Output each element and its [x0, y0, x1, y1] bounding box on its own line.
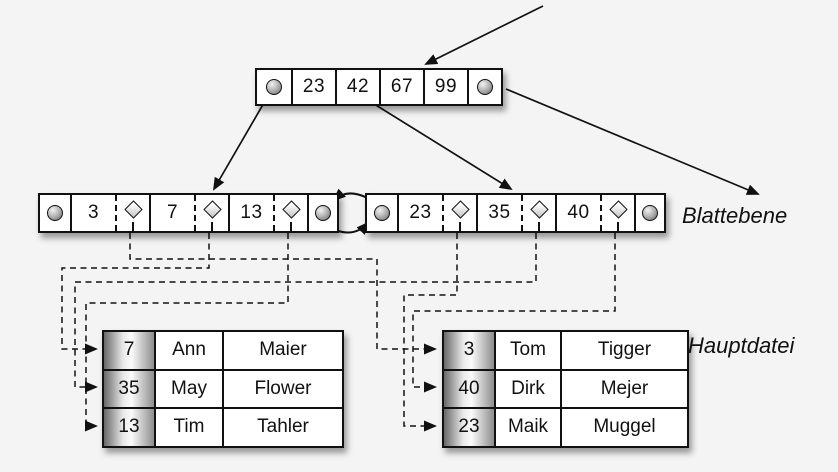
- record-diamond-icon: [529, 200, 549, 219]
- record-diamond-icon: [123, 200, 143, 219]
- first-name-cell: Ann: [154, 332, 222, 369]
- pointer-circle-icon: [266, 79, 282, 95]
- record-diamond-icon: [202, 200, 222, 219]
- key-cell: 23: [291, 70, 335, 104]
- key-cell: 7: [149, 195, 194, 231]
- record-key-cell: 13: [104, 409, 154, 446]
- pointer-circle-icon: [477, 79, 493, 95]
- child-pointer-cell: [367, 195, 397, 231]
- key-cell: 99: [423, 70, 467, 104]
- last-name-cell: Tigger: [560, 332, 687, 369]
- key-cell: 13: [228, 195, 273, 231]
- incoming-root-arrow: [424, 5, 544, 65]
- pointer-circle-icon: [315, 205, 331, 221]
- record-diamond-icon: [608, 200, 628, 219]
- child-pointer-cell: [467, 70, 501, 104]
- record-pointer-cell: [194, 195, 228, 231]
- last-name-cell: Tahler: [222, 409, 342, 446]
- key-cell: 35: [476, 195, 521, 231]
- first-name-cell: Maik: [494, 409, 560, 446]
- pointer-circle-icon: [374, 205, 390, 221]
- root-to-offpage-leaf-arrow: [505, 88, 760, 195]
- main-file-label: Hauptdatei: [688, 333, 795, 358]
- child-pointer-cell: [634, 195, 664, 231]
- record-key-cell: 3: [444, 332, 494, 369]
- last-name-cell: Mejer: [560, 370, 687, 407]
- record-pointer-cell: [600, 195, 634, 231]
- record-key-cell: 7: [104, 332, 154, 369]
- last-name-cell: Flower: [222, 370, 342, 407]
- record-key-cell: 40: [444, 370, 494, 407]
- key-cell: 42: [335, 70, 379, 104]
- first-name-cell: Tom: [494, 332, 560, 369]
- first-name-cell: Dirk: [494, 370, 560, 407]
- record-pointer-cell: [273, 195, 307, 231]
- last-name-cell: Muggel: [560, 409, 687, 446]
- child-pointer-cell: [40, 195, 70, 231]
- record-key-cell: 23: [444, 409, 494, 446]
- child-pointer-cell: [257, 70, 291, 104]
- pointer-circle-icon: [47, 205, 63, 221]
- record-diamond-icon: [281, 200, 301, 219]
- record-pointer-cell: [521, 195, 555, 231]
- first-name-cell: May: [154, 370, 222, 407]
- key-cell: 23: [397, 195, 442, 231]
- last-name-cell: Maier: [222, 332, 342, 369]
- record-pointer-cell: [115, 195, 149, 231]
- record-pointer-cell: [442, 195, 476, 231]
- key-cell: 67: [379, 70, 423, 104]
- record-key-cell: 35: [104, 370, 154, 407]
- pointer-circle-icon: [642, 205, 658, 221]
- child-pointer-cell: [307, 195, 337, 231]
- key-cell: 40: [555, 195, 600, 231]
- first-name-cell: Tim: [154, 409, 222, 446]
- key-cell: 3: [70, 195, 115, 231]
- record-diamond-icon: [450, 200, 470, 219]
- leaf-level-label: Blattebene: [682, 203, 788, 228]
- right-leaf-node: 23 35 40: [365, 193, 666, 233]
